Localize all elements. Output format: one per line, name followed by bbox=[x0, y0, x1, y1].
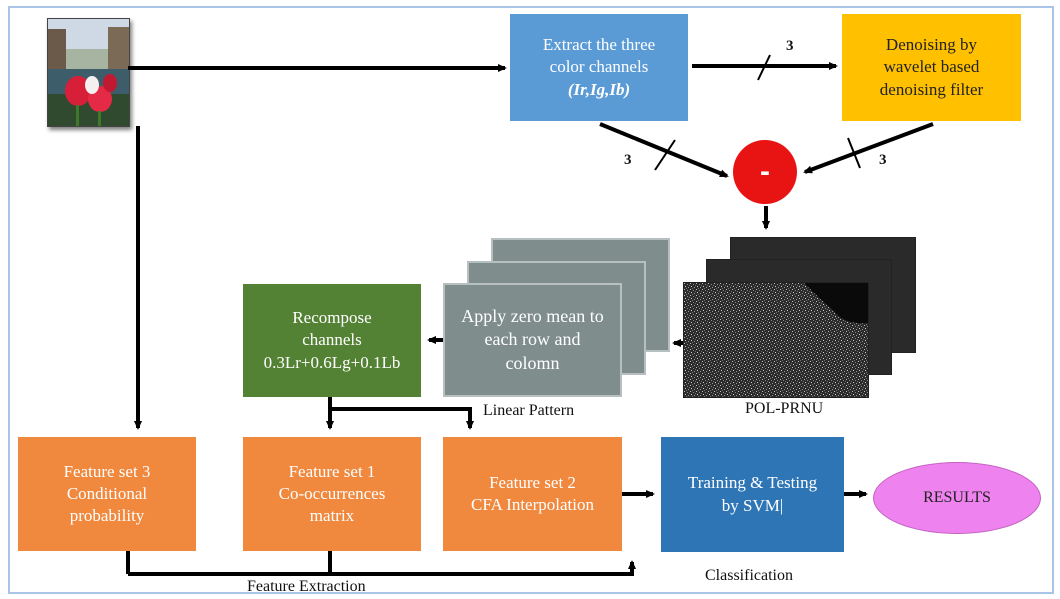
channel-count-right: 3 bbox=[879, 152, 887, 168]
fs1-line-1: Feature set 1 bbox=[288, 461, 376, 481]
fs3-line-1: Feature set 3 bbox=[63, 461, 151, 481]
feature-set-2-node: Feature set 2 CFA Interpolation bbox=[443, 437, 622, 551]
feature-set-1-node: Feature set 1 Co-occurrences matrix bbox=[243, 437, 421, 551]
channel-slash-right bbox=[847, 137, 861, 169]
channel-count-top: 3 bbox=[786, 38, 794, 54]
subtraction-node: - bbox=[733, 140, 797, 204]
arrow-features-to-svm bbox=[128, 560, 636, 576]
channel-slash-left bbox=[654, 139, 676, 171]
extract-line-1: Extract the three bbox=[542, 35, 656, 55]
input-image bbox=[47, 18, 130, 127]
extract-line-3: (Ir,Ig,Ib) bbox=[567, 79, 631, 99]
feature-extraction-label: Feature Extraction bbox=[247, 578, 366, 595]
fs3-line-2: Conditional bbox=[66, 483, 148, 503]
recompose-line-2: channels bbox=[302, 330, 362, 350]
zero-mean-line-2: each row and bbox=[484, 329, 581, 350]
diagram-frame bbox=[8, 6, 1054, 594]
subtraction-symbol: - bbox=[760, 155, 770, 188]
extract-line-2: color channels bbox=[549, 57, 649, 77]
zero-mean-line-1: Apply zero mean to bbox=[461, 305, 604, 326]
fs1-line-3: matrix bbox=[309, 506, 355, 526]
pol-prnu-label: POL-PRNU bbox=[745, 400, 824, 417]
svm-line-1: Training & Testing bbox=[687, 473, 818, 493]
classification-label: Classification bbox=[705, 567, 793, 584]
extract-channels-node: Extract the three color channels (Ir,Ig,… bbox=[510, 14, 688, 121]
recompose-line-1: Recompose bbox=[292, 308, 372, 328]
zero-mean-line-3: colomn bbox=[505, 352, 560, 373]
recompose-line-3: 0.3Lr+0.6Lg+0.1Lb bbox=[263, 352, 401, 372]
denoise-line-2: wavelet based bbox=[883, 57, 980, 77]
denoise-line-3: denoising filter bbox=[879, 79, 984, 99]
svm-line-2: by SVM| bbox=[721, 495, 784, 515]
fs3-line-3: probability bbox=[69, 506, 145, 526]
denoise-line-1: Denoising by bbox=[885, 35, 978, 55]
fs2-line-2: CFA Interpolation bbox=[471, 495, 594, 514]
svm-node: Training & Testing by SVM| bbox=[661, 437, 844, 552]
arrow-denoise-to-minus bbox=[803, 122, 934, 174]
arrow-extract-to-minus bbox=[599, 122, 729, 178]
fs1-line-2: Co-occurrences bbox=[278, 483, 386, 503]
prnu-layer-front bbox=[683, 282, 869, 398]
linear-pattern-label: Linear Pattern bbox=[483, 402, 575, 419]
arrow-recompose-to-fs2 bbox=[330, 407, 474, 430]
channel-count-left: 3 bbox=[624, 152, 632, 168]
feature-set-3-node: Feature set 3 Conditional probability bbox=[18, 437, 196, 551]
results-node: RESULTS bbox=[873, 462, 1041, 534]
recompose-node: Recompose channels 0.3Lr+0.6Lg+0.1Lb bbox=[243, 284, 421, 397]
channel-slash-top bbox=[757, 54, 771, 81]
results-label: RESULTS bbox=[923, 489, 991, 506]
denoising-filter-node: Denoising by wavelet based denoising fil… bbox=[842, 14, 1021, 121]
fs2-line-1: Feature set 2 bbox=[489, 472, 576, 492]
zero-mean-node: Apply zero mean to each row and colomn bbox=[443, 283, 622, 397]
noise-texture bbox=[684, 283, 868, 397]
